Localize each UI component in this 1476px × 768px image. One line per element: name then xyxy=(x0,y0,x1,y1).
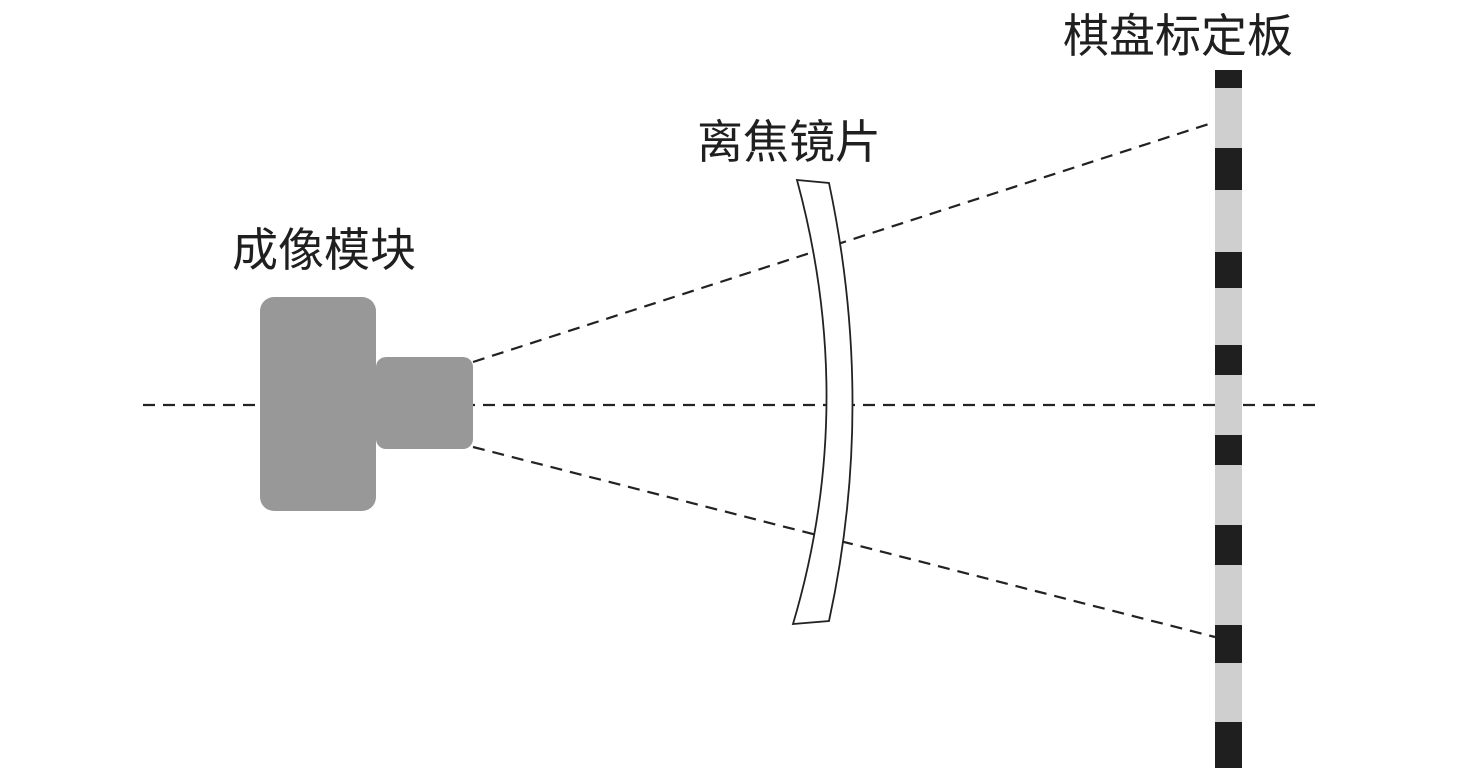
board-square-light xyxy=(1215,88,1242,148)
board-square-dark xyxy=(1215,722,1242,768)
board-square-dark xyxy=(1215,435,1242,465)
board-square-dark xyxy=(1215,625,1242,663)
defocus-lens-label: 离焦镜片 xyxy=(697,115,881,169)
board-square-dark xyxy=(1215,252,1242,288)
board-square-dark xyxy=(1215,148,1242,190)
imaging-module-label: 成像模块 xyxy=(232,223,416,277)
imaging-module xyxy=(260,297,473,511)
board-square-light xyxy=(1215,663,1242,722)
board-square-dark xyxy=(1215,70,1242,88)
defocus-lens xyxy=(791,178,854,626)
board-square-light xyxy=(1215,190,1242,252)
board-square-light xyxy=(1215,465,1242,525)
calibration-board-label: 棋盘标定板 xyxy=(1063,9,1293,63)
board-square-light xyxy=(1215,288,1242,345)
board-square-light xyxy=(1215,565,1242,625)
board-square-light xyxy=(1215,375,1242,435)
camera-lens-barrel xyxy=(376,357,473,449)
board-square-dark xyxy=(1215,345,1242,375)
checkerboard-calibration-board xyxy=(1215,70,1242,768)
lower-ray xyxy=(472,445,1216,639)
upper-ray xyxy=(472,120,1216,364)
board-square-dark xyxy=(1215,525,1242,565)
camera-body xyxy=(260,297,376,511)
